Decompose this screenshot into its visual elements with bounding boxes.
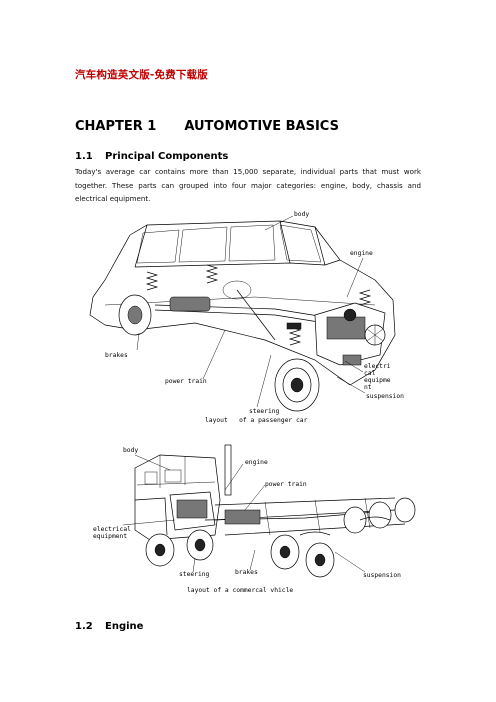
- section-paragraph: Today's average car contains more than 1…: [75, 167, 421, 203]
- figure2-caption: layout of a commercal vhicle: [187, 587, 293, 594]
- label-electrical-3: equipme: [364, 377, 391, 384]
- label-steering: steering: [179, 571, 210, 578]
- chapter-title: AUTOMOTIVE BASICS: [184, 119, 339, 134]
- section-title: Engine: [105, 621, 144, 632]
- label-electrical-2: cal: [364, 370, 376, 377]
- label-power-train: power train: [165, 378, 207, 385]
- label-engine: engine: [245, 459, 268, 466]
- label-body: body: [123, 447, 138, 454]
- label-brakes: brakes: [235, 569, 258, 576]
- label-engine: engine: [350, 250, 373, 257]
- figure1-caption: layout of a passenger car: [205, 417, 308, 424]
- label-electrical-4: nt: [364, 384, 372, 391]
- document-title: 汽车构造英文版-免费下载版: [75, 69, 208, 81]
- commercial-vehicle-drawing: [134, 444, 416, 578]
- label-body: body: [294, 211, 309, 218]
- label-power-train: power train: [265, 481, 307, 488]
- section-number: 1.1: [75, 151, 93, 162]
- chapter-number: CHAPTER 1: [75, 119, 157, 134]
- label-electrical-2: equipment: [93, 533, 127, 540]
- passenger-car-drawing: [89, 220, 396, 412]
- section-number: 1.2: [75, 621, 93, 632]
- section-heading-1-1: 1.1 Principal Components: [75, 151, 228, 162]
- label-brakes: brakes: [105, 352, 128, 359]
- label-suspension: suspension: [366, 393, 404, 400]
- label-steering: steering: [249, 408, 280, 415]
- label-electrical-1: electrical: [93, 526, 131, 533]
- commercial-vehicle-figure: body engine power train electrical equip…: [93, 444, 416, 594]
- label-suspension: suspension: [363, 572, 401, 579]
- passenger-car-figure: body engine brakes power train electri c…: [89, 211, 404, 424]
- chapter-heading: CHAPTER 1 AUTOMOTIVE BASICS: [75, 119, 339, 134]
- label-electrical-1: electri: [364, 363, 391, 370]
- section-title: Principal Components: [105, 151, 229, 162]
- section-heading-1-2: 1.2 Engine: [75, 621, 143, 632]
